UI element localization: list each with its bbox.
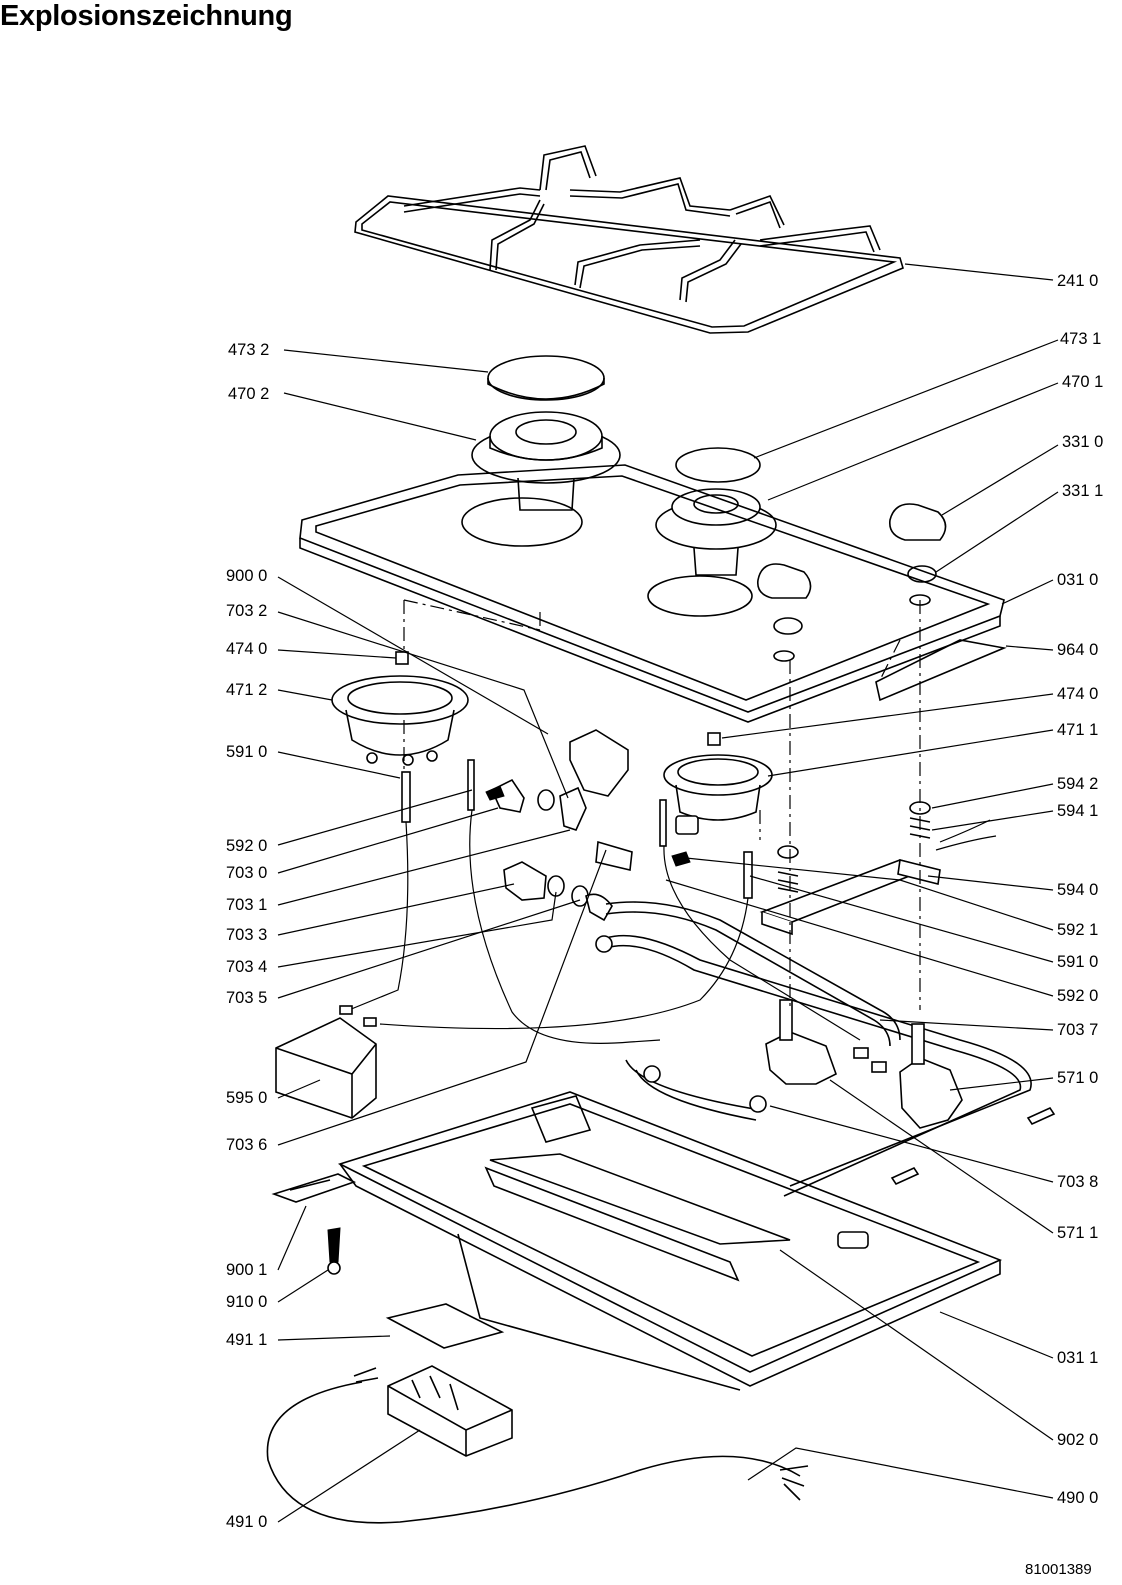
part-label-3310: 331 0 [1062, 433, 1104, 451]
ignition-generator [275, 1017, 377, 1119]
gas-tubes [595, 901, 1032, 1197]
part-label-5910-left: 591 0 [226, 743, 268, 761]
page-title: Explosionszeichnung [0, 0, 293, 32]
part-label-5711: 571 1 [1057, 1224, 1099, 1242]
cable-clamp [271, 1173, 357, 1203]
part-label-5920-left: 592 0 [226, 837, 268, 855]
part-label-4732: 473 2 [228, 341, 270, 359]
part-label-9020: 902 0 [1057, 1431, 1099, 1449]
part-label-7033: 703 3 [226, 926, 268, 944]
document-number: 81001389 [1025, 1561, 1092, 1578]
part-label-7032: 703 2 [226, 602, 268, 620]
insulation-pad [385, 1303, 505, 1349]
ignition-switch [759, 801, 997, 936]
part-label-4911: 491 1 [226, 1331, 268, 1349]
housing-tray [337, 1091, 1003, 1391]
part-label-4740-left: 474 0 [226, 640, 268, 658]
bracket [569, 729, 629, 797]
control-knob [756, 503, 947, 599]
thermocouple-and-electrodes [339, 759, 887, 1073]
burner-head-small [655, 488, 777, 576]
gas-fittings [490, 778, 633, 922]
part-label-5950: 595 0 [226, 1089, 268, 1107]
leader-lines [277, 263, 1059, 1523]
part-label-5941: 594 1 [1057, 802, 1099, 820]
part-label-7037: 703 7 [1057, 1021, 1099, 1039]
part-label-5921: 592 1 [1057, 921, 1099, 939]
part-label-7030: 703 0 [226, 864, 268, 882]
part-label-9001: 900 1 [226, 1261, 268, 1279]
part-label-5942: 594 2 [1057, 775, 1099, 793]
part-label-0310: 031 0 [1057, 571, 1099, 589]
part-label-4711: 471 1 [1057, 721, 1099, 739]
part-label-5910-right: 591 0 [1057, 953, 1099, 971]
pan-support-grid [354, 145, 904, 334]
burner-cap-small [675, 447, 761, 483]
part-label-9000: 900 0 [226, 567, 268, 585]
part-label-7031: 703 1 [226, 896, 268, 914]
part-label-7034: 703 4 [226, 958, 268, 976]
seal-strip [875, 639, 1007, 702]
part-label-7036: 703 6 [226, 1136, 268, 1154]
part-label-5710: 571 0 [1057, 1069, 1099, 1087]
burner-cup-small [663, 754, 773, 835]
burner-cap-large [487, 355, 605, 401]
part-label-5920-right: 592 0 [1057, 987, 1099, 1005]
part-label-4701: 470 1 [1062, 373, 1104, 391]
part-label-4900: 490 0 [1057, 1489, 1099, 1507]
terminal-block [387, 1365, 513, 1457]
assembly-axes [403, 599, 921, 1010]
fixing-screw [327, 1227, 341, 1275]
cooktop-plate [299, 464, 1005, 723]
mains-cable [266, 1367, 809, 1524]
burner-cup-large [331, 675, 469, 766]
part-label-4910: 491 0 [226, 1513, 268, 1531]
part-label-0311: 031 1 [1057, 1349, 1099, 1367]
part-label-4740-right: 474 0 [1057, 685, 1099, 703]
part-label-4702: 470 2 [228, 385, 270, 403]
part-label-9100: 910 0 [226, 1293, 268, 1311]
part-label-9640: 964 0 [1057, 641, 1099, 659]
part-label-7038: 703 8 [1057, 1173, 1099, 1191]
part-label-4712: 471 2 [226, 681, 268, 699]
burner-head-large [471, 411, 621, 511]
part-label-4731: 473 1 [1060, 330, 1102, 348]
part-label-7035: 703 5 [226, 989, 268, 1007]
part-label-2410: 241 0 [1057, 272, 1099, 290]
gas-valve [765, 999, 1056, 1186]
part-label-5940: 594 0 [1057, 881, 1099, 899]
knob-seal [773, 565, 937, 635]
part-label-3311: 331 1 [1062, 482, 1104, 500]
